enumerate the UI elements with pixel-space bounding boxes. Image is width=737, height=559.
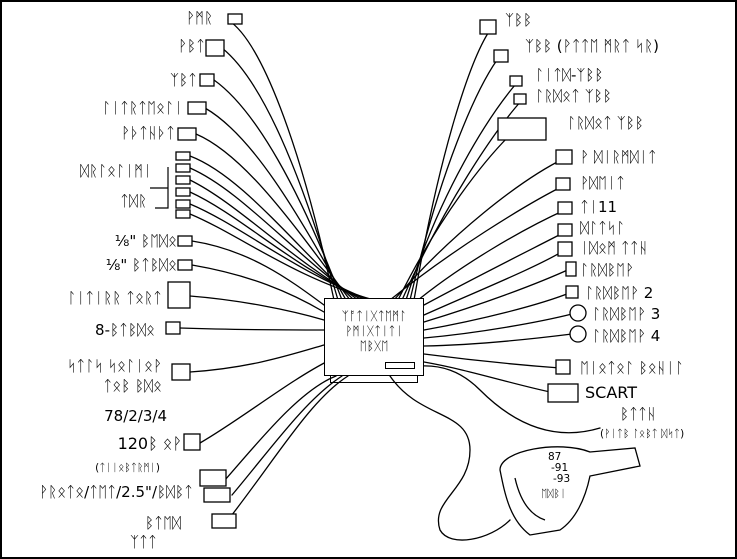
label-l2: ᚹᛒᛏ <box>177 37 205 55</box>
label-l8: ⅛" ᛒᛖᛞᛟ <box>114 232 177 250</box>
label-r12: ᛚᚱᛞᛒᛖᚹ 2 <box>585 284 654 302</box>
label-l10: ᛚᛁᛏᛁᚱᚱ ᛏᛟᚱᛏ <box>67 289 162 307</box>
nozzle-line-4: ᛖᛞᛒᛁ <box>541 488 567 500</box>
label-r7: ᚹᛞᛖᛁᛏ <box>580 174 626 192</box>
hub-slot <box>385 362 415 369</box>
label-l7: ᛏᛞᚱ <box>119 192 147 210</box>
label-l13: ᛏᛟᛒ ᛒᛞᛟ <box>103 377 162 395</box>
label-r1: ᛉᛒᛒ <box>505 11 533 29</box>
label-l5: ᚹᚦᛏᚺᚦᛏ <box>120 124 175 142</box>
nozzle-line-2: -91 <box>551 462 569 474</box>
label-l12: ᛋᛏᛚᛋ ᛋᛟᛚᛁᛟᚹ <box>67 357 162 375</box>
label-r3: ᛚᛁᛏᛞ-ᛉᛒᛒ <box>535 66 604 84</box>
label-r17: ᛒᛏᛏᚺ <box>620 405 657 423</box>
hub-line-2: ᚹᛗᛁᚷᛏᛁᛏᛁ <box>345 324 403 338</box>
label-r11: ᛚᚱᛞᛒᛖᚹ <box>580 261 635 279</box>
hub-line-1: ᛉᚩᛏᛁᚷᛏᛖᛗᛚ <box>341 309 407 323</box>
label-l14: 78/2/3/4 <box>104 407 167 425</box>
label-r5: ᛚᚱᛞᛟᛏ ᛉᛒᛒ <box>567 114 644 132</box>
label-r9: ᛞᛚᛏᛋᛚ <box>580 219 626 237</box>
label-l6: ᛞᚱᛚᛟᛚᛁᛗᛁ <box>79 162 152 180</box>
label-l3: ᛉᛒᛏ <box>169 71 197 89</box>
label-l17: ᚹᚱᛟᛏᛟ/ᛏᛖᛏ/2.5"/ᛒᛞᛒᛏ <box>39 483 193 501</box>
label-r8: ᛏᛁ11 <box>580 198 618 216</box>
label-r18: (ᚹᛁᛏᛒ ᛚᛟᛒᛏ ᛞᛋᛏ) <box>600 428 685 440</box>
label-l15: 120ᛒ ᛟᚹ <box>117 434 182 453</box>
label-r6: ᚹ ᛞᛁᚱᛗᛞᛁᛏ <box>580 148 657 166</box>
label-r4: ᛚᚱᛞᛟᛏ ᛉᛒᛒ <box>535 87 612 105</box>
hub-label: ᛉᚩᛏᛁᚷᛏᛖᛗᛚ ᚹᛗᛁᚷᛏᛁᛏᛁ ᛖᛒᚷᛖ <box>325 309 423 354</box>
nozzle-line-1: 87 <box>548 451 562 463</box>
label-l4: ᛚᛁᛏᚱᛏᛖᛟᛚᛁ <box>101 99 183 117</box>
hub-base <box>330 375 418 383</box>
label-l18: ᛒᛏᛖᛞ <box>144 514 181 532</box>
label-l11: 8-ᛒᛏᛒᛞᛟ <box>95 321 155 339</box>
hub-line-3: ᛖᛒᚷᛖ <box>359 339 389 353</box>
label-r10: ᛁᛞᛟᛗ ᛏᛏᚺ <box>580 239 648 257</box>
label-l9: ⅛" ᛒᛏᛒᛞᛟ <box>105 256 177 274</box>
label-l1: ᚹᛗᚱ <box>185 9 213 27</box>
label-r2: ᛉᛒᛒ (ᚹᛏᛏᛖ ᛗᚱᛏ ᛋᚱ) <box>525 37 660 55</box>
label-r14: ᛚᚱᛞᛒᛖᚹ 4 <box>592 327 661 345</box>
label-r15: ᛖᛁᛟᛏᛟᛚ ᛒᛟᚺᛁᛚ <box>580 359 684 377</box>
label-r16: SCART <box>585 383 637 402</box>
label-l16: (ᛏᛁᛁᛟᛒᛏᚱᛗᛁ) <box>95 462 160 474</box>
label-r13: ᛚᚱᛞᛒᛖᚹ 3 <box>592 305 661 323</box>
label-l19: ᛉᛏᛏ <box>129 533 157 551</box>
hub-box: ᛉᚩᛏᛁᚷᛏᛖᛗᛚ ᚹᛗᛁᚷᛏᛁᛏᛁ ᛖᛒᚷᛖ <box>324 298 424 376</box>
nozzle-line-3: -93 <box>553 473 571 485</box>
